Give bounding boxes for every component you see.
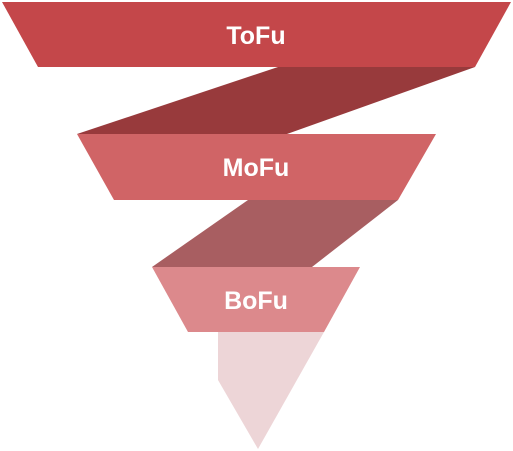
- stage-tofu-label: ToFu: [226, 22, 285, 50]
- stage-mofu-label: MoFu: [223, 154, 290, 182]
- stage-bofu-label: BoFu: [224, 287, 288, 315]
- connector-mofu-to-bofu: [152, 200, 398, 267]
- stage-bofu-band: [152, 267, 360, 332]
- stage-tofu: ToFu: [2, 2, 511, 67]
- stage-tofu-band: [2, 2, 511, 67]
- funnel-tail: [218, 332, 324, 449]
- connector-tofu-to-mofu: [77, 67, 475, 134]
- stage-mofu: MoFu: [77, 134, 436, 200]
- stage-mofu-band: [77, 134, 436, 200]
- stage-bofu: BoFu: [152, 267, 360, 332]
